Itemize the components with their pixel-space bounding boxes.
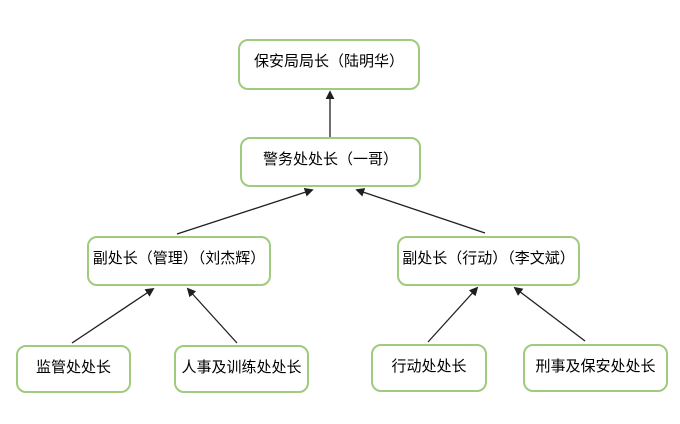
edge-personnel-training-head-to-deputy-management	[186, 287, 238, 344]
org-node-personnel-training-head: 人事及训练处处长	[174, 345, 309, 393]
org-node-label-deputy-operations: 副处长（行动）（李文斌）	[402, 249, 575, 267]
edge-operations-dept-head-to-deputy-operations	[427, 286, 479, 343]
org-node-supervision-head: 监管处处长	[16, 345, 131, 393]
org-node-label-deputy-management: 副处长（管理）（刘杰辉）	[92, 249, 266, 267]
org-node-deputy-management: 副处长（管理）（刘杰辉）	[87, 236, 271, 286]
org-node-police-commissioner: 警务处处长（一哥）	[240, 137, 421, 187]
org-node-label-supervision-head: 监管处处长	[35, 358, 111, 376]
org-node-label-personnel-training-head: 人事及训练处处长	[181, 358, 302, 376]
edge-supervision-head-to-deputy-management	[71, 288, 155, 344]
edge-crime-security-head-to-deputy-operations	[513, 286, 586, 342]
org-node-operations-dept-head: 行动处处长	[371, 344, 487, 392]
org-node-bureau-director: 保安局局长（陆明华）	[238, 39, 420, 90]
org-node-label-crime-security-head: 刑事及保安处处长	[535, 357, 656, 375]
org-node-label-police-commissioner: 警务处处长（一哥）	[262, 150, 398, 168]
edge-deputy-operations-to-police-commissioner	[355, 188, 486, 234]
org-node-label-operations-dept-head: 行动处处长	[391, 357, 467, 375]
org-node-deputy-operations: 副处长（行动）（李文斌）	[397, 236, 580, 286]
org-node-crime-security-head: 刑事及保安处处长	[523, 344, 668, 392]
edge-deputy-management-to-police-commissioner	[176, 187, 314, 235]
org-node-label-bureau-director: 保安局局长（陆明华）	[253, 52, 404, 70]
